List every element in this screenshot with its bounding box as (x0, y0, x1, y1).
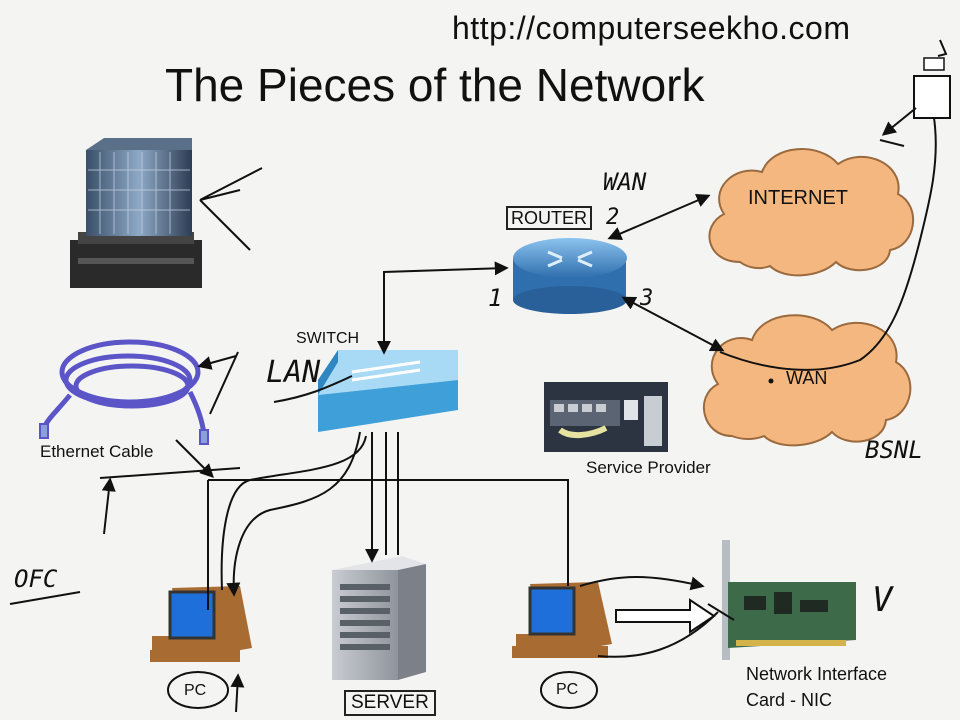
check-mark-annotation: V (872, 580, 893, 620)
nic-label-line2: Card - NIC (746, 690, 833, 710)
pc-left-label: PC (184, 682, 207, 699)
pc-right-circle (540, 671, 598, 709)
page-title: The Pieces of the Network (165, 59, 705, 111)
nic-label-line1: Network Interface (746, 664, 888, 684)
port-3-annotation: 3 (640, 286, 654, 311)
pc-icon (150, 586, 252, 662)
router-icon (513, 238, 627, 314)
building-icon (70, 138, 202, 288)
building-pointer (199, 167, 263, 251)
ofc-annotation: OFC (14, 565, 58, 593)
ethernet-cable-label: Ethernet Cable (40, 442, 154, 461)
site-url: http://computerseekho.com (452, 10, 851, 46)
server-label: SERVER (344, 690, 436, 716)
monitor-device-base (923, 57, 945, 71)
pc-right-label: PC (556, 681, 579, 698)
service-provider-icon (544, 382, 668, 452)
wan-annotation: WAN (603, 168, 647, 196)
switch-icon (318, 350, 458, 432)
wan-cloud-icon (702, 314, 912, 447)
port-2-annotation: 2 (606, 205, 620, 230)
pc-left-circle (167, 671, 229, 709)
port-1-annotation: 1 (488, 284, 503, 312)
ethernet-cable-icon (39, 339, 209, 445)
internet-cloud-icon (708, 148, 915, 277)
service-provider-label: Service Provider (586, 458, 711, 477)
internet-label: INTERNET (748, 187, 848, 209)
switch-label: SWITCH (296, 330, 360, 347)
wan-cloud-label: WAN (786, 368, 828, 388)
router-label: ROUTER (506, 206, 592, 230)
server-icon (332, 556, 426, 680)
monitor-device-icon (913, 75, 951, 119)
wan-dot (768, 378, 774, 384)
pc-icon (512, 582, 612, 658)
nic-card-icon (722, 540, 856, 660)
bsnl-annotation: BSNL (865, 436, 923, 464)
lan-annotation: LAN (266, 355, 321, 390)
hollow-arrow (615, 598, 716, 634)
connection-lines (9, 39, 948, 713)
